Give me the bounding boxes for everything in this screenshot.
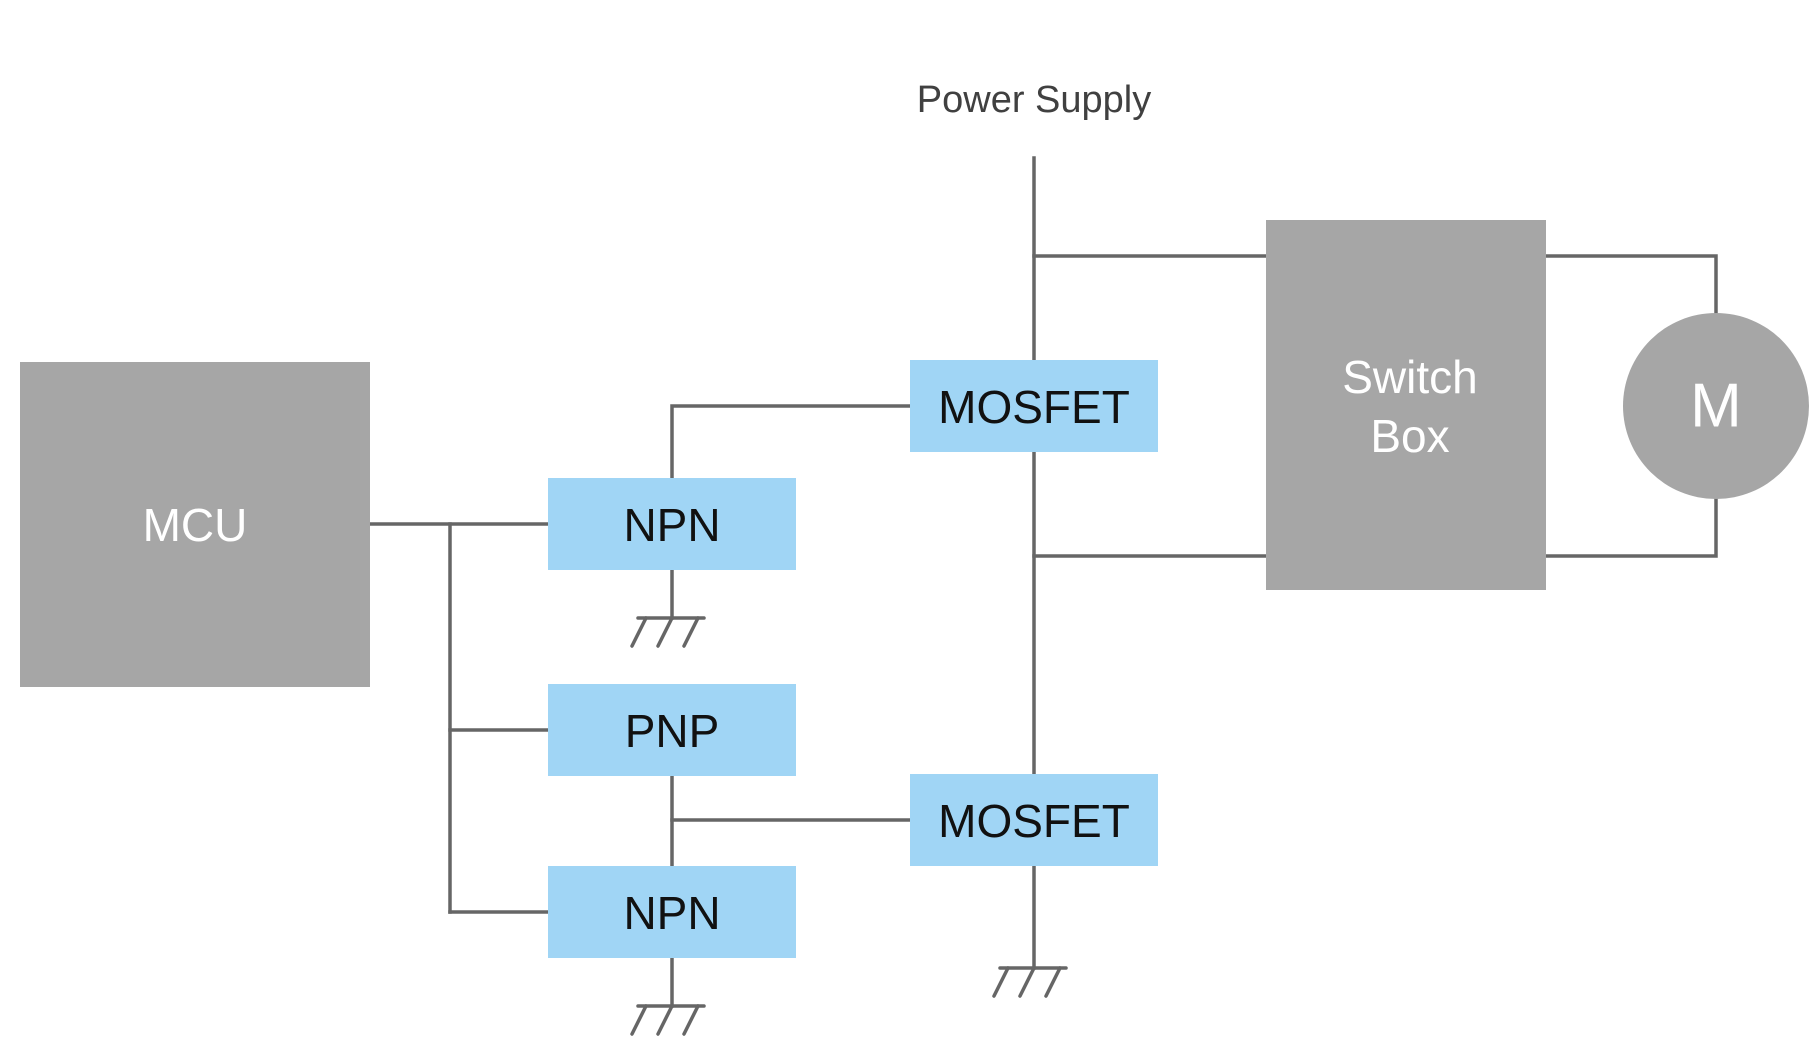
wires [368,156,1718,1008]
mcu-block: MCU [20,362,370,687]
npn-top-label: NPN [623,499,720,551]
npn-top-to-mosfet-top-wire [670,404,912,480]
mosfet-bottom-block: MOSFET [910,774,1158,866]
power-supply-label: Power Supply [917,79,1151,121]
mosfet-bottom-label: MOSFET [938,795,1130,847]
mcu-label: MCU [143,499,248,551]
motor-label: M [1690,372,1742,441]
switchbox-to-motor-top-wire [1544,254,1718,316]
switch-box-label-line2: Box [1370,410,1449,462]
switch-box-label-line1: Switch [1342,351,1477,403]
ground-icon [630,616,706,648]
motor-block: M [1623,313,1809,499]
pnp-block: PNP [548,684,796,776]
pnp-label: PNP [625,705,720,757]
switchbox-to-motor-bottom-wire [1544,496,1718,558]
npn-bottom-label: NPN [623,887,720,939]
npn-top-block: NPN [548,478,796,570]
ground-icon [992,966,1068,998]
mosfet-top-block: MOSFET [910,360,1158,452]
mosfet-top-label: MOSFET [938,381,1130,433]
switch-box-block: Switch Box [1266,220,1546,590]
ground-icon [630,1004,706,1036]
npn-bottom-block: NPN [548,866,796,958]
